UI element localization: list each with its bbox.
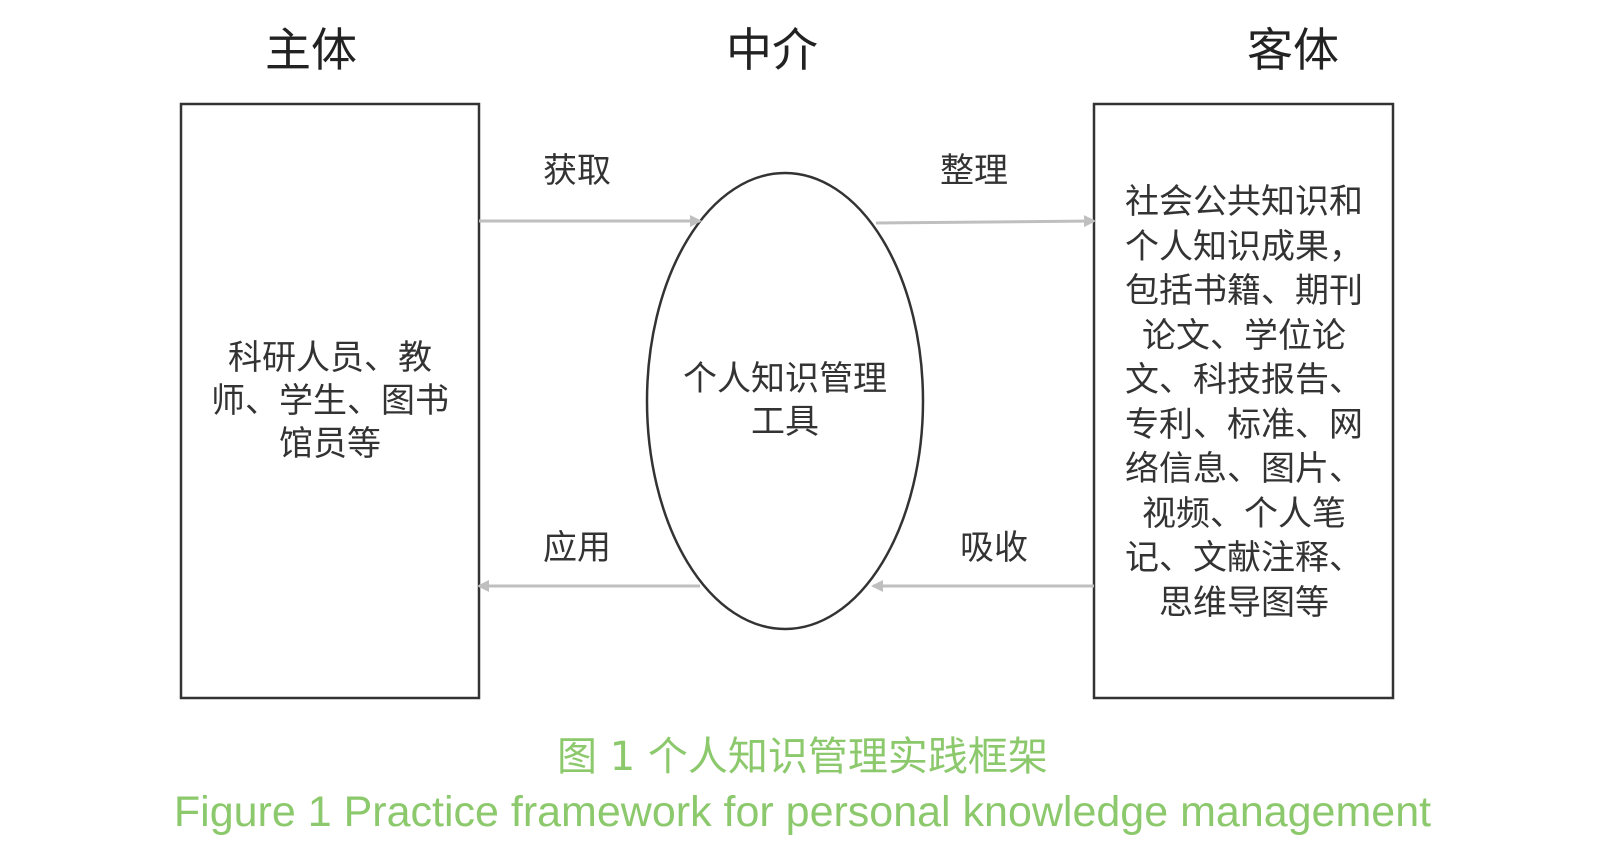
object-line: 文、科技报告、 <box>1125 360 1363 400</box>
object-line: 络信息、图片、 <box>1125 449 1363 489</box>
acquire-label: 获取 <box>543 151 611 191</box>
subject-line: 科研人员、教 <box>228 338 432 378</box>
object-line: 社会公共知识和 <box>1125 182 1363 222</box>
absorb-label: 吸收 <box>960 528 1028 568</box>
subject-text: 科研人员、教 师、学生、图书 馆员等 <box>190 337 470 466</box>
tool-line: 工具 <box>751 402 819 442</box>
object-line: 包括书籍、期刊 <box>1125 271 1363 311</box>
tool-line: 个人知识管理 <box>683 359 887 399</box>
object-line: 思维导图等 <box>1159 582 1329 623</box>
object-line: 个人知识成果， <box>1125 226 1363 267</box>
subject-header: 主体 <box>265 23 357 77</box>
figure-caption-zh: 图 1 个人知识管理实践框架 <box>557 734 1048 780</box>
intermediary-header: 中介 <box>726 23 818 77</box>
tool-text: 个人知识管理 工具 <box>665 358 905 444</box>
object-text: 社会公共知识和 个人知识成果， 包括书籍、期刊 论文、学位论 文、科技报告、 专… <box>1104 180 1384 625</box>
apply-label: 应用 <box>543 528 611 568</box>
tool-ellipse <box>645 171 925 631</box>
object-line: 视频、个人笔 <box>1142 493 1346 534</box>
object-line: 专利、标准、网 <box>1125 404 1363 445</box>
organize-arrow <box>875 215 1096 228</box>
object-line: 记、文献注释、 <box>1125 538 1363 578</box>
subject-line: 师、学生、图书 <box>211 381 449 421</box>
subject-line: 馆员等 <box>279 424 381 464</box>
subject-box <box>179 102 481 700</box>
object-header: 客体 <box>1247 23 1339 77</box>
object-box <box>1092 102 1395 700</box>
object-line: 论文、学位论 <box>1142 315 1346 356</box>
figure-caption-en: Figure 1 Practice framework for personal… <box>173 788 1432 836</box>
organize-label: 整理 <box>940 151 1008 191</box>
